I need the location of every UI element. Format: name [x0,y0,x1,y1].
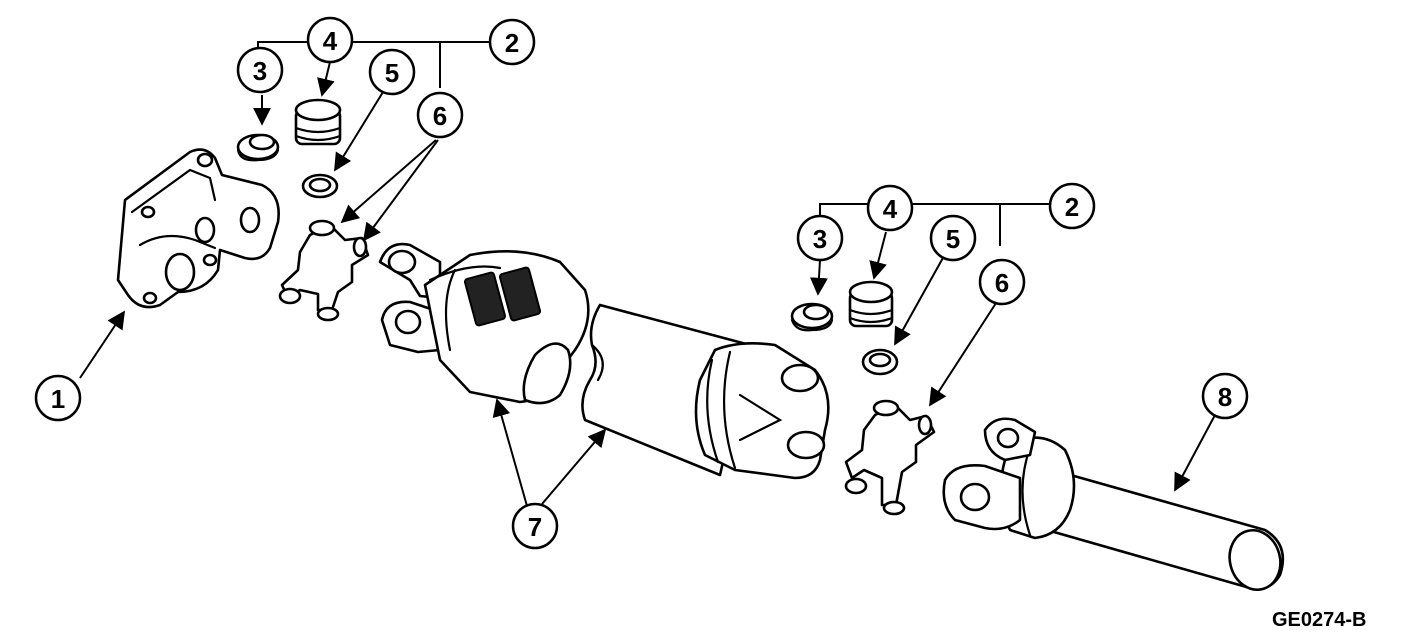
callout-8-label: 8 [1218,382,1232,412]
right-snap-ring [790,302,834,332]
left-seal [301,173,339,199]
right-bearing-cup [848,280,894,328]
driveshaft-tube [581,303,830,480]
center-bearing-bracket [116,148,280,309]
callout-6-right-label: 6 [995,268,1009,298]
callout-2-right-label: 2 [1065,192,1079,222]
callout-6-right: 6 [978,258,1026,306]
callout-5-left-label: 5 [385,58,399,88]
left-snap-ring [236,133,280,162]
callout-1: 1 [34,374,82,422]
left-spider-cross [278,219,370,322]
left-bearing-cup [294,98,342,146]
callout-8: 8 [1201,372,1249,420]
callout-3-right: 3 [796,214,844,262]
rear-shaft-yoke [942,417,1285,591]
callout-1-label: 1 [51,384,65,414]
callout-7: 7 [511,502,559,550]
figure-id: GE0274-B [1272,609,1367,631]
callout-5-right-label: 5 [946,224,960,254]
right-seal [861,348,899,376]
callout-3-right-label: 3 [813,224,827,254]
callout-2-left-label: 2 [505,28,519,58]
right-spider-cross [844,399,936,516]
callout-3-left-label: 3 [253,56,267,86]
callout-5-left: 5 [368,48,416,96]
callout-2-right: 2 [1048,182,1096,230]
callout-6-left: 6 [416,91,464,139]
callout-4-left: 4 [306,16,354,64]
callout-5-right: 5 [929,214,977,262]
callout-3-left: 3 [236,46,284,94]
callout-7-label: 7 [528,512,542,542]
callout-4-right: 4 [866,184,914,232]
callout-6-left-label: 6 [433,101,447,131]
callout-2-left: 2 [488,18,536,66]
callout-4-left-label: 4 [323,26,338,56]
callout-4-right-label: 4 [883,194,898,224]
front-slip-yoke [378,242,590,405]
